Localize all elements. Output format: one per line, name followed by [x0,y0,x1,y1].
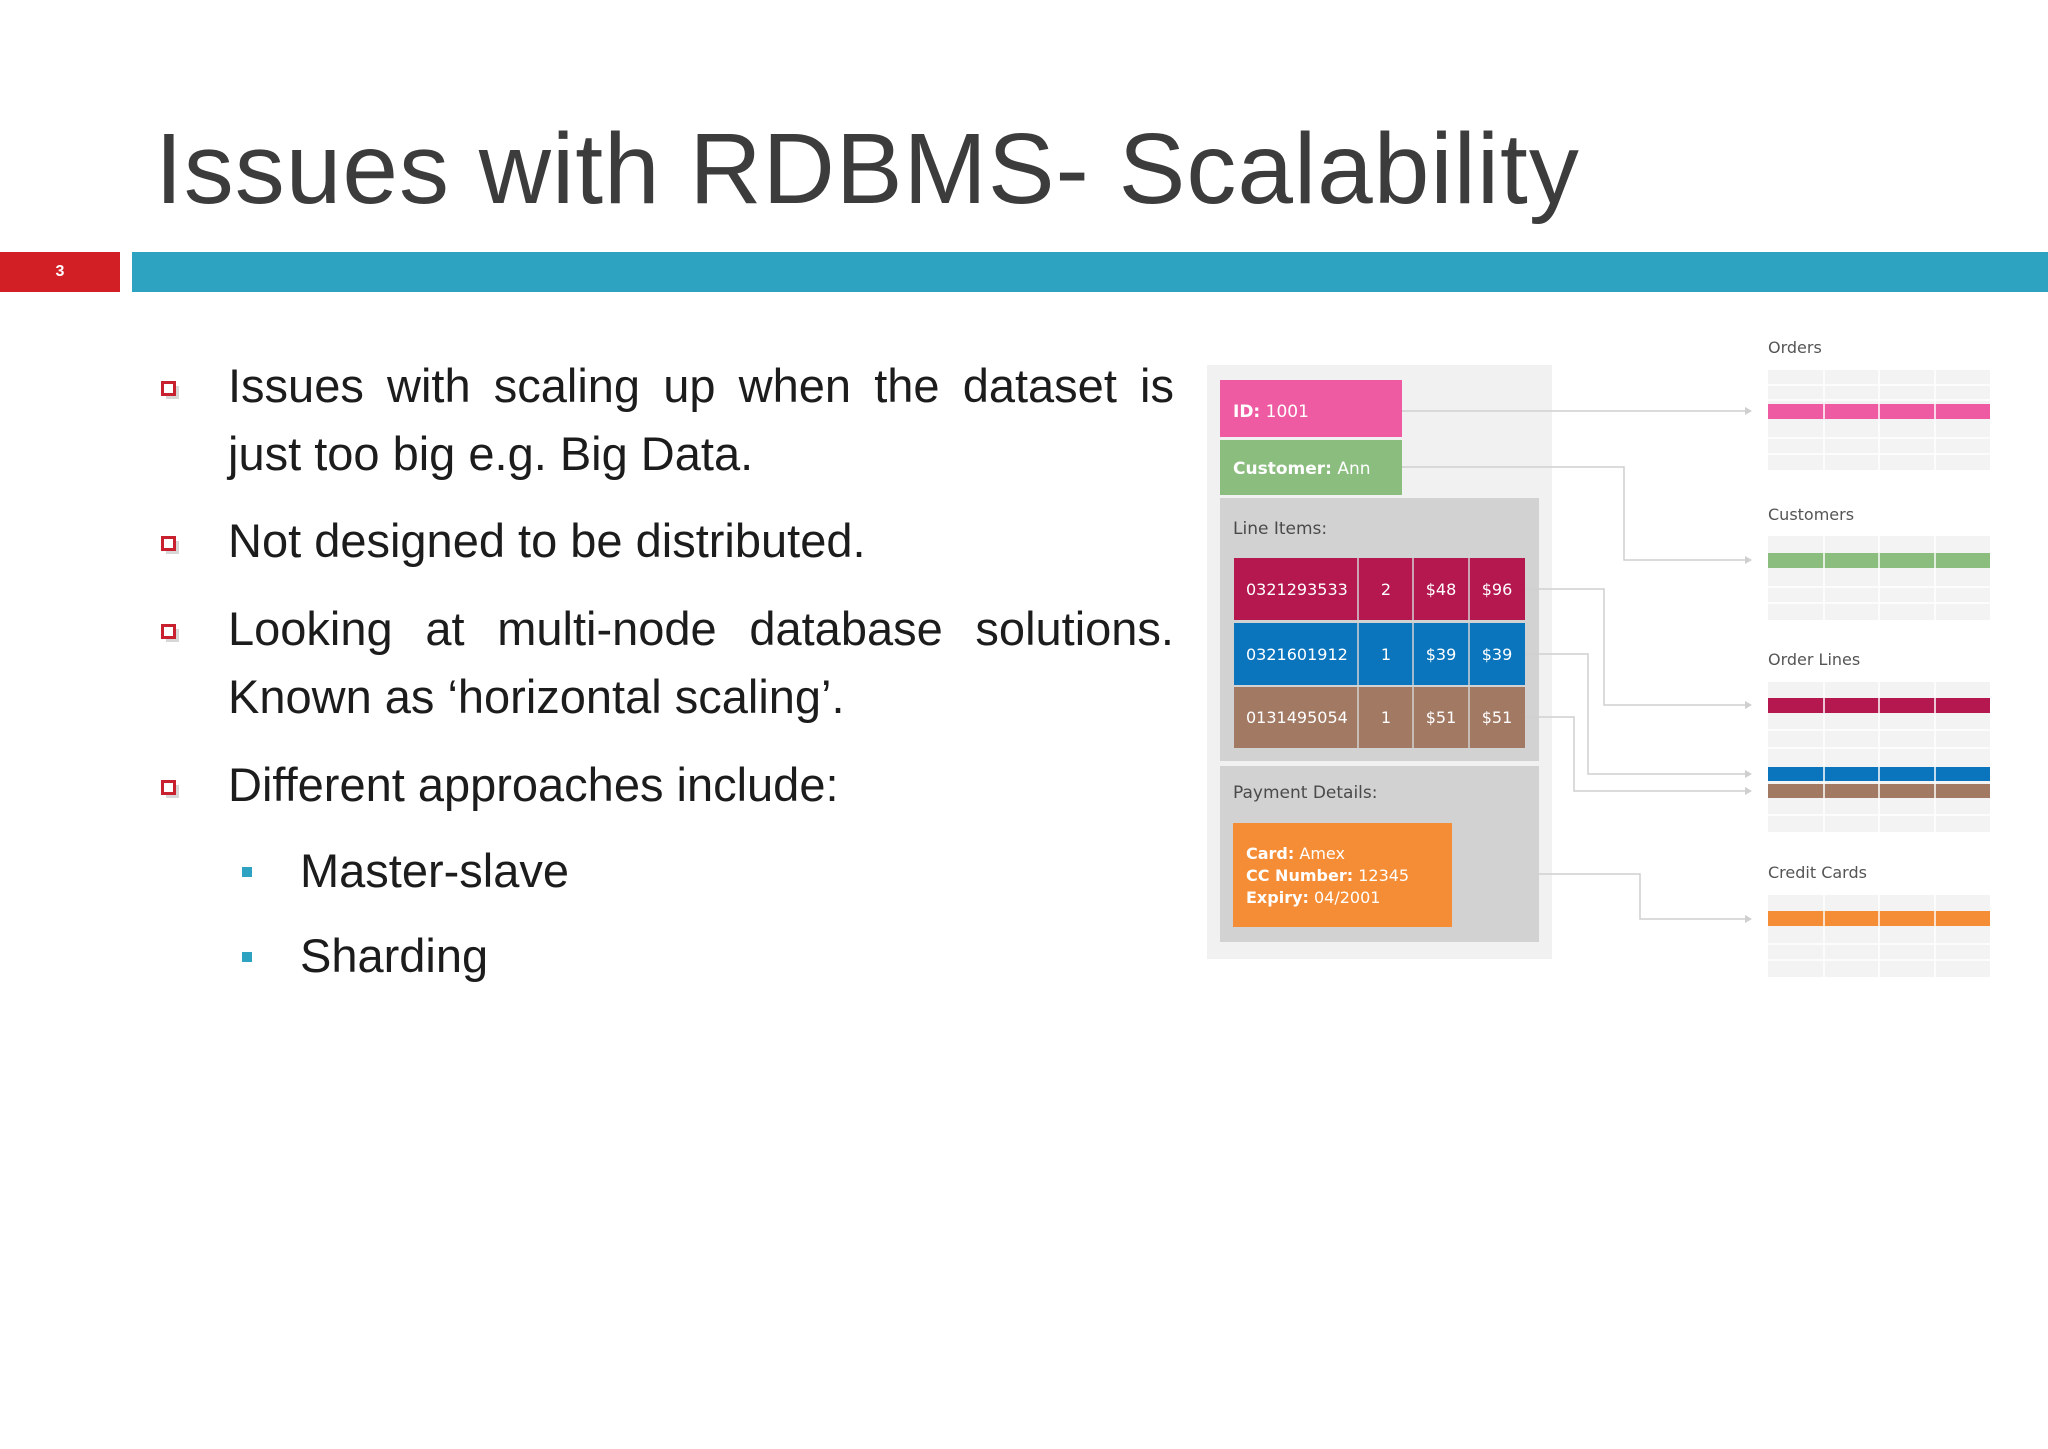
connector-line1-orderlines [1525,588,1745,706]
connector-lines [1402,410,1745,920]
table-orders: Orders [1768,338,1990,470]
table-order-lines: Order Lines [1768,650,1990,832]
connector-customer-customers [1402,466,1745,561]
line-items-label: Line Items: [1233,519,1327,539]
bullet-item: Not designed to be distributed. [228,514,866,567]
bullet-marker-icon [161,780,179,798]
sub-bullet-marker-icon [242,952,252,962]
sub-bullet-item: Sharding [300,929,489,982]
bullet-marker-icon [161,536,179,554]
table-customers: Customers [1768,505,1990,620]
id-field-text: ID: 1001 [1233,402,1309,422]
card-text: Card: Amex [1246,844,1345,863]
card-field [1233,823,1452,927]
bullet-item: Issues with scaling up when the dataset … [228,359,1174,480]
line-item-row: 0321601912 1 $39 $39 [1234,623,1525,685]
line-item-code: 0321293533 [1246,580,1348,599]
line-item-total: $96 [1482,580,1513,599]
bullet-marker-icon [161,381,179,399]
line-item-total: $51 [1482,708,1513,727]
bullet-item: Different approaches include: [228,758,839,811]
arrowhead-icon [1745,915,1752,923]
aggregate-document: ID: 1001 Customer: Ann Line Items: 03212… [1207,365,1552,959]
line-item-qty: 1 [1381,708,1391,727]
connector-payment-creditcards [1539,873,1745,920]
line-item-price: $48 [1426,580,1457,599]
payment-label: Payment Details: [1233,783,1378,803]
table-label: Credit Cards [1768,863,1867,882]
table-label: Order Lines [1768,650,1860,669]
arrowhead-icon [1745,787,1752,795]
slide-number: 3 [0,252,120,292]
connector-line2-orderlines [1525,653,1745,775]
customer-field-text: Customer: Ann [1233,459,1371,479]
line-item-price: $39 [1426,645,1457,664]
customer-field [1220,440,1402,495]
line-item-row: 0321293533 2 $48 $96 [1234,558,1525,620]
connector-line3-orderlines [1525,716,1745,792]
expiry-text: Expiry: 04/2001 [1246,888,1380,907]
cc-number-text: CC Number: 12345 [1246,866,1409,885]
line-item-code: 0321601912 [1246,645,1348,664]
line-item-total: $39 [1482,645,1513,664]
slide-title: Issues with RDBMS- Scalability [155,113,1580,225]
line-item-price: $51 [1426,708,1457,727]
bullet-marker-icon [161,624,179,642]
line-item-qty: 2 [1381,580,1391,599]
line-item-qty: 1 [1381,645,1391,664]
arrowhead-icon [1745,770,1752,778]
sub-bullet-marker-icon [242,867,252,877]
connector-arrowheads [1745,407,1752,923]
sub-bullet-item: Master-slave [300,844,570,897]
arrowhead-icon [1745,407,1752,415]
arrowhead-icon [1745,701,1752,709]
table-credit-cards: Credit Cards [1768,863,1990,977]
table-label: Customers [1768,505,1854,524]
id-field [1220,380,1402,437]
arrowhead-icon [1745,556,1752,564]
title-rule [132,252,2048,292]
bullet-item: Looking at multi-node database solutions… [228,602,1174,723]
table-label: Orders [1768,338,1822,357]
line-item-code: 0131495054 [1246,708,1348,727]
line-item-row: 0131495054 1 $51 $51 [1234,687,1525,748]
